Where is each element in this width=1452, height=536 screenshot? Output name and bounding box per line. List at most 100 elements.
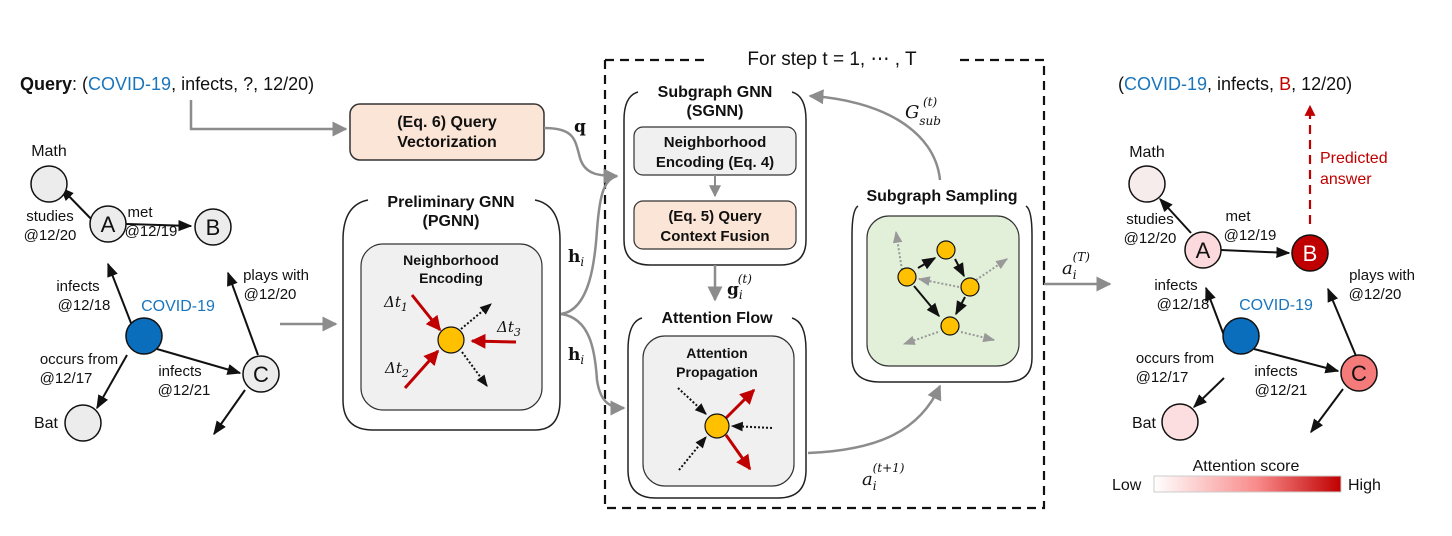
h-label-top: hi	[568, 247, 584, 269]
output-graph: Math A B COVID-19 C Bat studies @12/20 m…	[1124, 144, 1415, 441]
legend-gradient-bar	[1153, 475, 1342, 493]
delta-t1-text: Δt	[383, 293, 402, 311]
delta-t3-text: Δt	[496, 318, 515, 336]
g-sup: (t)	[738, 272, 753, 286]
node-c-label: C	[253, 362, 269, 387]
q-label: q	[574, 117, 586, 137]
h-bottom-sub: i	[580, 353, 584, 367]
out-node-b-label: B	[1303, 241, 1318, 266]
query-vectorization-label-2: Vectorization	[397, 134, 497, 151]
input-graph: Math A B COVID-19 C Bat studies @12/20 m…	[24, 143, 309, 442]
answer-entity: COVID-19	[1124, 74, 1207, 94]
att-out-arrow-2	[724, 434, 752, 471]
edge-infects-c	[156, 348, 242, 375]
delta-t1-label: Δt1	[383, 293, 408, 314]
attention-legend: Attention score Low High	[1112, 458, 1381, 494]
g-sub: i	[739, 288, 743, 302]
sample-edge-4	[955, 296, 967, 316]
delta-t3-sub: 3	[514, 326, 521, 339]
pgnn-inner-label-2: Encoding	[419, 270, 483, 286]
a-t1-label: ai(t+1)	[862, 461, 905, 493]
query-to-vectorization-arrow	[189, 100, 348, 137]
delta-t1-sub: 1	[401, 301, 408, 314]
out-edge-date-occurs-from: @12/17	[1136, 369, 1189, 386]
pgnn-out-arrow-2	[461, 351, 488, 387]
attention-flow-container	[627, 317, 807, 499]
h-top-text: h	[568, 247, 580, 267]
out-edge-studies	[1159, 197, 1192, 234]
edge-date-infects-a: @12/18	[58, 297, 111, 314]
out-edge-date-infects-c: @12/21	[1255, 382, 1308, 399]
sgnn-encoding-label-2: Encoding (Eq. 4)	[656, 154, 774, 171]
q-arrow	[543, 126, 619, 184]
edge-infects-a	[107, 262, 132, 324]
edge-date-met: @12/19	[125, 223, 178, 240]
attention-flow-title: Attention Flow	[661, 310, 773, 327]
sample-node-4	[940, 316, 960, 336]
out-edge-infects-c	[1253, 348, 1340, 374]
pgnn-module: Preliminary GNN (PGNN) Neighborhood Enco…	[342, 194, 561, 431]
sample-edge-1	[917, 257, 937, 270]
out-edge-plays-with	[1327, 287, 1357, 357]
g-label: gi(t)	[727, 272, 752, 302]
sample-out-arrow-1	[892, 230, 903, 271]
sgnn-module: Subgraph GNN (SGNN) Neighborhood Encodin…	[623, 84, 807, 266]
edge-studies	[60, 186, 97, 225]
out-edge-label-infects-c: infects	[1254, 363, 1297, 380]
attention-propagation-label-1: Attention	[686, 345, 747, 361]
out-edge-date-met: @12/19	[1224, 227, 1277, 244]
out-node-bat	[1161, 403, 1199, 441]
query-rest: , infects, ?, 12/20)	[171, 74, 314, 94]
answer-open: (	[1118, 74, 1124, 94]
delta-t2-text: Δt	[384, 359, 403, 377]
sample-out-arrow-3	[917, 276, 960, 288]
att-out-arrow-1	[724, 388, 756, 420]
sample-out-arrow-5	[960, 331, 996, 343]
node-covid	[125, 317, 163, 355]
node-a	[89, 205, 127, 243]
att-in-arrow-3	[730, 421, 773, 432]
pgnn-title-2: (PGNN)	[423, 213, 480, 230]
out-node-a	[1184, 231, 1222, 269]
out-edge-label-infects-a: infects	[1154, 277, 1197, 294]
out-edge-date-studies: @12/20	[1124, 230, 1177, 247]
legend-low-label: Low	[1112, 477, 1142, 494]
h-to-attention-arrow	[560, 312, 626, 416]
query-colon: : (	[72, 74, 88, 94]
edge-label-infects-c: infects	[158, 363, 201, 380]
att-in-arrow-2	[678, 436, 707, 471]
pgnn-container	[342, 199, 561, 431]
predicted-label-2: answer	[1320, 171, 1372, 188]
h-to-sgnn-arrow	[560, 174, 618, 316]
edge-date-infects-c: @12/21	[158, 382, 211, 399]
sample-edge-2	[953, 258, 965, 278]
pgnn-in-arrow-2	[403, 349, 440, 389]
sgnn-fusion-label-2: Context Fusion	[660, 228, 769, 245]
pgnn-title-1: Preliminary GNN	[387, 194, 514, 211]
sample-node-2	[897, 267, 917, 287]
a-t1-sup: (t+1)	[873, 461, 905, 475]
subgraph-sampling-module: Subgraph Sampling	[851, 188, 1033, 383]
out-node-c-label: C	[1351, 361, 1367, 386]
answer-close: , 12/20)	[1291, 74, 1352, 94]
sgnn-title-2: (SGNN)	[687, 103, 744, 120]
answer-mid: , infects,	[1207, 74, 1279, 94]
pgnn-out-arrow-1	[460, 303, 492, 330]
a-T-text: a	[1062, 258, 1073, 279]
out-node-math	[1128, 165, 1166, 203]
attention-propagation-box	[642, 335, 795, 487]
query-vectorization-box	[349, 103, 545, 161]
legend-high-label: High	[1348, 477, 1381, 494]
answer-predicted: B	[1279, 74, 1291, 94]
out-node-bat-label: Bat	[1132, 415, 1157, 432]
sgnn-fusion-label-1: (Eq. 5) Query	[668, 208, 762, 225]
subgraph-sampling-box	[866, 215, 1020, 367]
query-label: Query	[20, 74, 72, 94]
sgnn-encoding-label-1: Neighborhood	[664, 134, 766, 151]
edge-label-plays-with: plays with	[243, 267, 309, 284]
out-edge-date-infects-a: @12/18	[1157, 296, 1210, 313]
a-T-label: ai(T)	[1062, 250, 1090, 282]
sample-edge-3	[913, 285, 940, 318]
pgnn-inner-label-1: Neighborhood	[403, 252, 499, 268]
